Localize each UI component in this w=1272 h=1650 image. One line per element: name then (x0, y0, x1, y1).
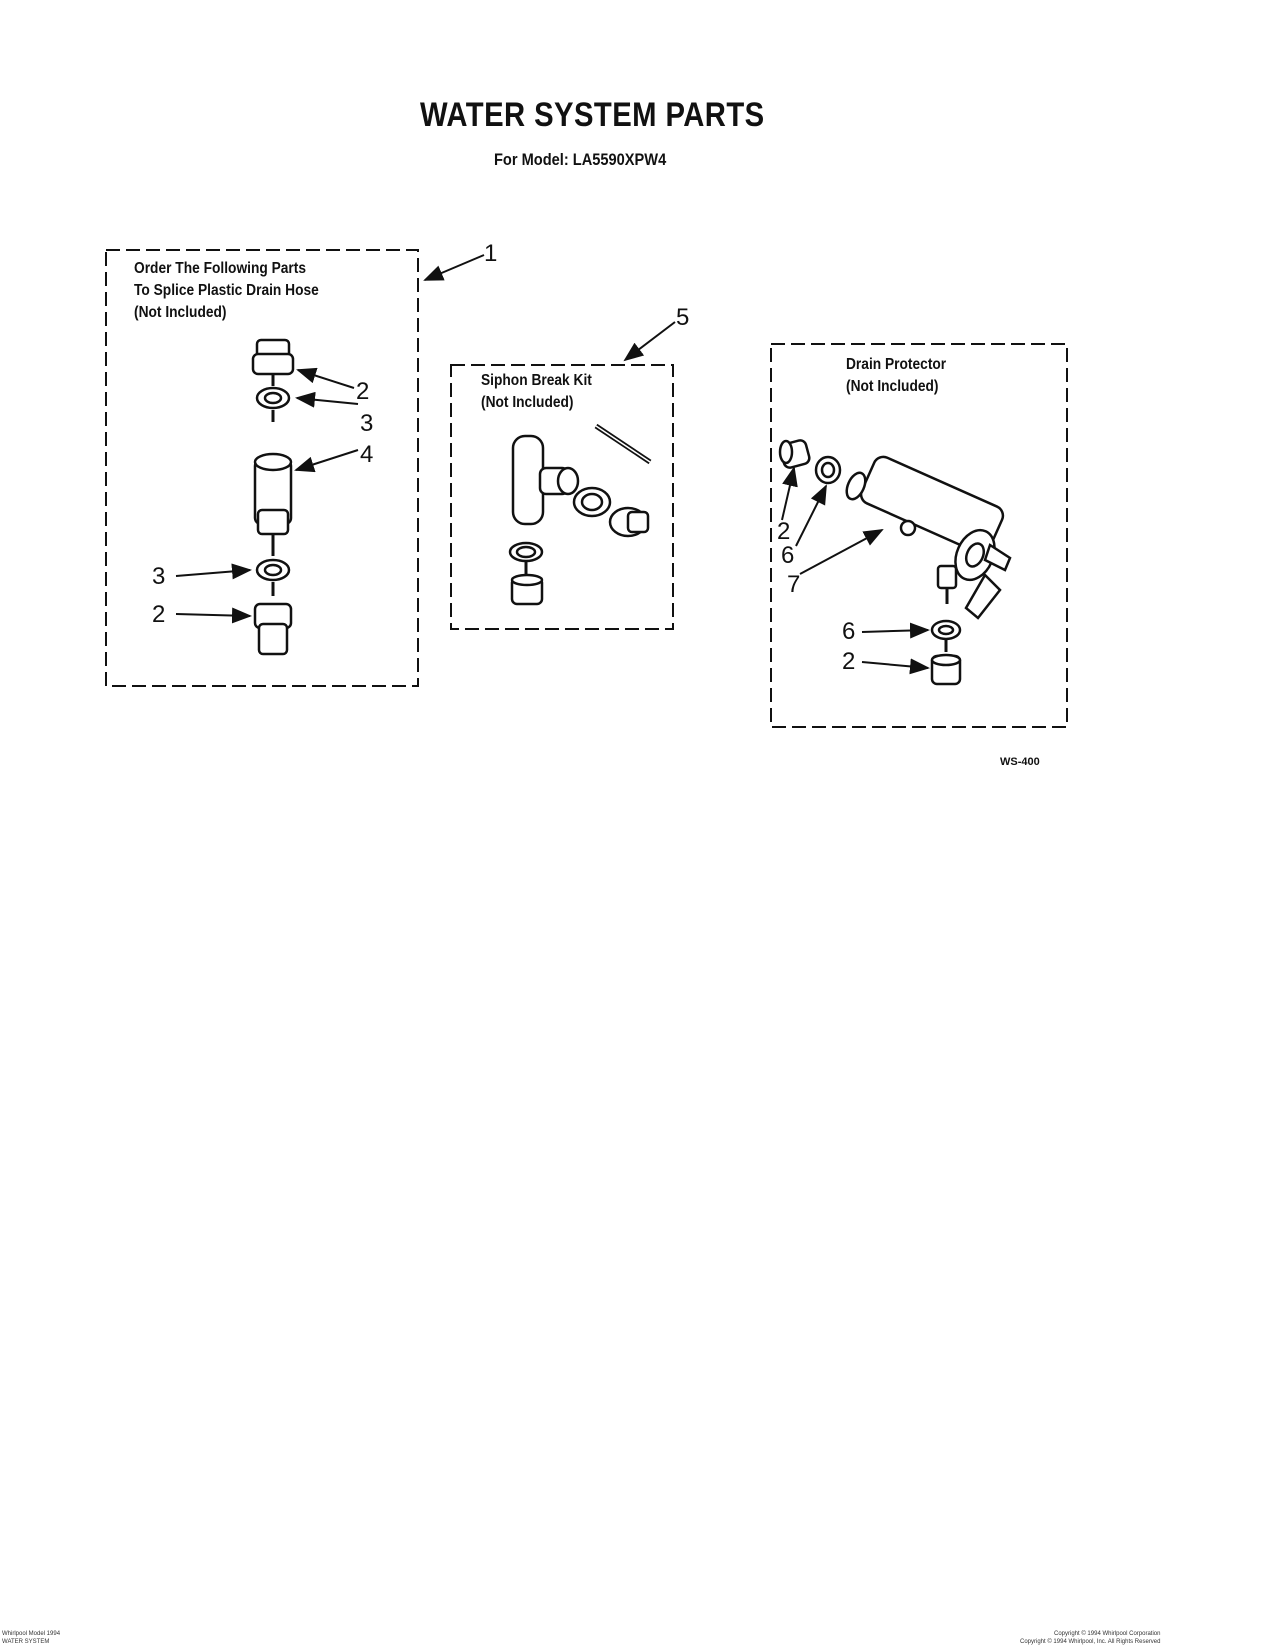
drain-label-line2: (Not Included) (846, 378, 939, 395)
footer-right: Copyright © 1994 Whirlpool Corporation C… (1020, 1630, 1160, 1646)
splice-label-line3: (Not Included) (134, 304, 227, 321)
footer-left-line1: Whirlpool Model 1994 (2, 1631, 61, 1637)
drain-box-label: Drain Protector (Not Included) (846, 354, 946, 398)
drain-protector-body (845, 455, 1012, 620)
callout-drain-2b: 2 (842, 648, 856, 675)
callout-drain-2a: 2 (777, 518, 791, 545)
splice-label-line1: Order The Following Parts (134, 260, 307, 277)
footer-right-line1: Copyright © 1994 Whirlpool Corporation (1054, 1631, 1161, 1637)
footer-right-line2: Copyright © 1994 Whirlpool, Inc. All Rig… (1020, 1639, 1161, 1645)
callout-splice-top-2: 2 (356, 378, 370, 405)
splice-kit-parts (251, 338, 295, 656)
callout-1-leader (423, 254, 485, 281)
drain-protector-parts (778, 439, 1012, 686)
siphon-label-line1: Siphon Break Kit (481, 372, 592, 389)
callout-5-leader (623, 321, 676, 362)
footer-left: Whirlpool Model 1994 WATER SYSTEM (2, 1630, 60, 1646)
callout-splice-bottom-3: 3 (152, 563, 166, 590)
siphon-label-line2: (Not Included) (481, 394, 574, 411)
callout-splice-top-3: 3 (360, 410, 374, 437)
page-title: WATER SYSTEM PARTS (420, 96, 765, 134)
callout-1: 1 (484, 240, 498, 267)
callout-splice-bottom-2: 2 (152, 601, 166, 628)
siphon-box-label: Siphon Break Kit (Not Included) (481, 370, 592, 414)
footer-left-line2: WATER SYSTEM (2, 1639, 50, 1645)
callout-drain-6a: 6 (781, 542, 795, 569)
callout-drain-7: 7 (787, 571, 801, 598)
siphon-tee (511, 434, 545, 526)
splice-box-label: Order The Following Parts To Splice Plas… (134, 258, 319, 324)
callout-5: 5 (676, 304, 690, 331)
splice-label-line2: To Splice Plastic Drain Hose (134, 282, 319, 299)
callout-splice-4: 4 (360, 441, 374, 468)
drain-protector-leaders (781, 466, 930, 675)
callout-drain-6b: 6 (842, 618, 856, 645)
splice-kit-box (105, 249, 419, 687)
drain-protector-box (770, 343, 1068, 728)
drain-label-line1: Drain Protector (846, 356, 947, 373)
model-line: For Model: LA5590XPW4 (494, 150, 667, 169)
siphon-kit-box (450, 364, 674, 630)
splice-kit-leaders (175, 367, 359, 624)
siphon-kit-parts (508, 423, 652, 606)
diagram-code: WS-400 (1000, 756, 1040, 768)
